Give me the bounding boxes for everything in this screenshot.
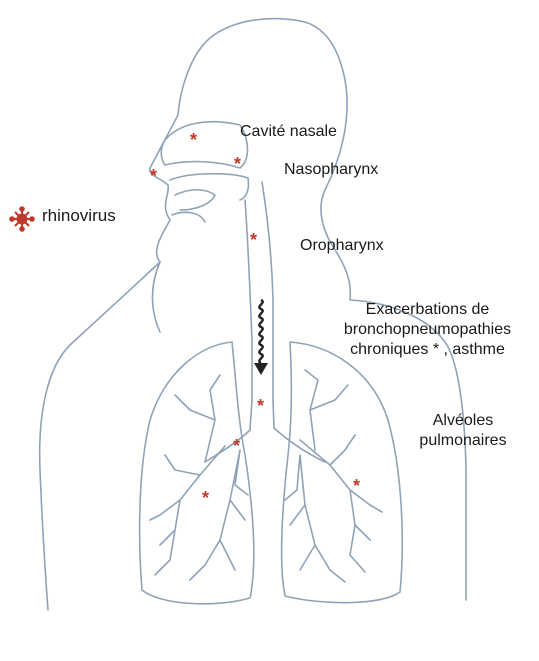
virus-marker: * xyxy=(233,436,240,456)
label-nasopharynx: Nasopharynx xyxy=(284,160,378,180)
label-alveoles-line: pulmonaires xyxy=(408,431,518,451)
right-lung-outline xyxy=(282,342,403,603)
pharynx-outline xyxy=(175,190,215,210)
label-exacerbations: Exacerbations de bronchopneumopathies ch… xyxy=(325,300,530,360)
rhinovirus-icon xyxy=(10,207,34,231)
label-alveoles: Alvéoles pulmonaires xyxy=(408,411,518,451)
virus-marker: * xyxy=(150,166,157,186)
label-exacerbations-line: bronchopneumopathies xyxy=(325,320,530,340)
bronchial-tree-right xyxy=(285,370,382,582)
label-exacerbations-line: chroniques * , asthme xyxy=(325,340,530,360)
arrow-head xyxy=(254,363,268,375)
label-alveoles-line: Alvéoles xyxy=(408,411,518,431)
label-exacerbations-line: Exacerbations de xyxy=(325,300,530,320)
virus-marker: * xyxy=(250,230,257,250)
virus-marker: * xyxy=(190,130,197,150)
airway-right xyxy=(262,182,274,428)
label-oropharynx: Oropharynx xyxy=(300,236,384,256)
virus-marker: * xyxy=(257,396,264,416)
descent-arrow xyxy=(259,300,262,363)
virus-marker: * xyxy=(353,476,360,496)
body-outline-left xyxy=(40,262,160,610)
bronchial-tree-left xyxy=(150,375,248,580)
virus-marker: * xyxy=(202,488,209,508)
label-nasal-cavity: Cavité nasale xyxy=(240,122,337,142)
legend-label: rhinovirus xyxy=(42,206,116,226)
virus-marker: * xyxy=(234,154,241,174)
